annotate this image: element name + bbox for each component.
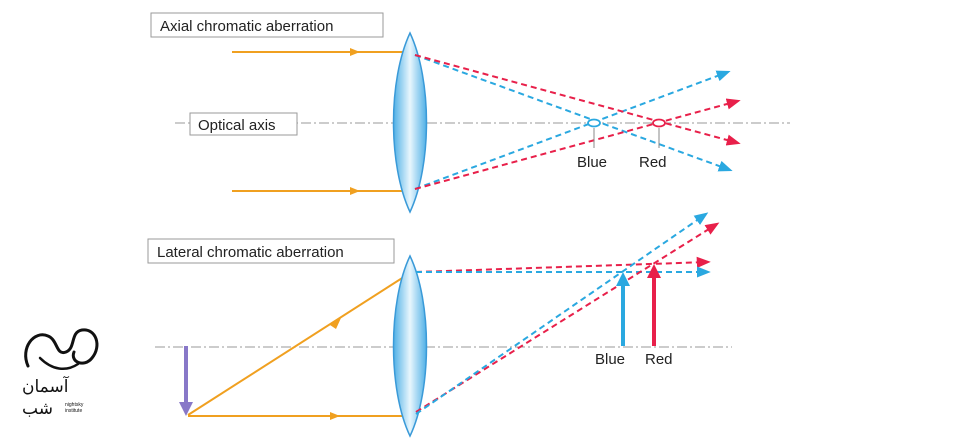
blue-ray-top-2 xyxy=(414,70,731,190)
blue-ray-bottom-oblique xyxy=(415,212,709,415)
optical-axis-label-box xyxy=(189,112,298,136)
blue-focus-label-top: Blue xyxy=(577,154,607,171)
blue-image-arrow-head-icon xyxy=(616,272,630,286)
ray-direction-arrow-icon xyxy=(350,48,360,56)
axial-panel: Blue Red Axial chromatic aberration Opti… xyxy=(150,12,790,214)
logo-latin-line2: institute xyxy=(65,408,82,414)
red-ray-top-2 xyxy=(414,98,741,190)
logo-farsi-bottom: شب xyxy=(22,399,53,419)
blue-ray-top-1 xyxy=(414,54,733,172)
logo-latin-line1: nightsky xyxy=(65,402,84,408)
logo-farsi-top: آسمان xyxy=(22,375,70,397)
convex-lens-top xyxy=(392,31,428,214)
blue-focal-point xyxy=(587,118,601,128)
red-image-arrow-head-icon xyxy=(647,264,661,278)
red-ray-bottom-horizontal xyxy=(415,256,711,273)
lateral-panel: Blue Red Lateral chromatic aberration xyxy=(147,212,732,438)
red-focal-point xyxy=(652,118,666,128)
optical-axis-label: Optical axis xyxy=(198,117,276,134)
incoming-ray-bottom-oblique xyxy=(187,272,411,416)
logo-swirl-icon xyxy=(24,328,99,368)
red-focus-label-top: Red xyxy=(639,154,667,171)
red-ray-bottom-oblique xyxy=(415,222,720,413)
object-arrow-head-icon xyxy=(179,402,193,416)
red-ray-top-1 xyxy=(414,54,741,146)
ray-direction-arrow-icon xyxy=(330,318,341,329)
ray-direction-arrow-icon xyxy=(350,187,360,195)
nightsky-logo: آسمان شب nightsky institute xyxy=(22,328,99,419)
lateral-title-box xyxy=(147,238,395,264)
blue-image-label: Blue xyxy=(595,351,625,368)
logo-swirl-icon xyxy=(38,356,80,371)
axial-title: Axial chromatic aberration xyxy=(160,18,333,35)
lateral-title: Lateral chromatic aberration xyxy=(157,244,344,261)
red-image-label: Red xyxy=(645,351,673,368)
convex-lens-bottom xyxy=(392,254,428,438)
ray-direction-arrow-icon xyxy=(330,412,340,420)
axial-title-box xyxy=(150,12,384,38)
